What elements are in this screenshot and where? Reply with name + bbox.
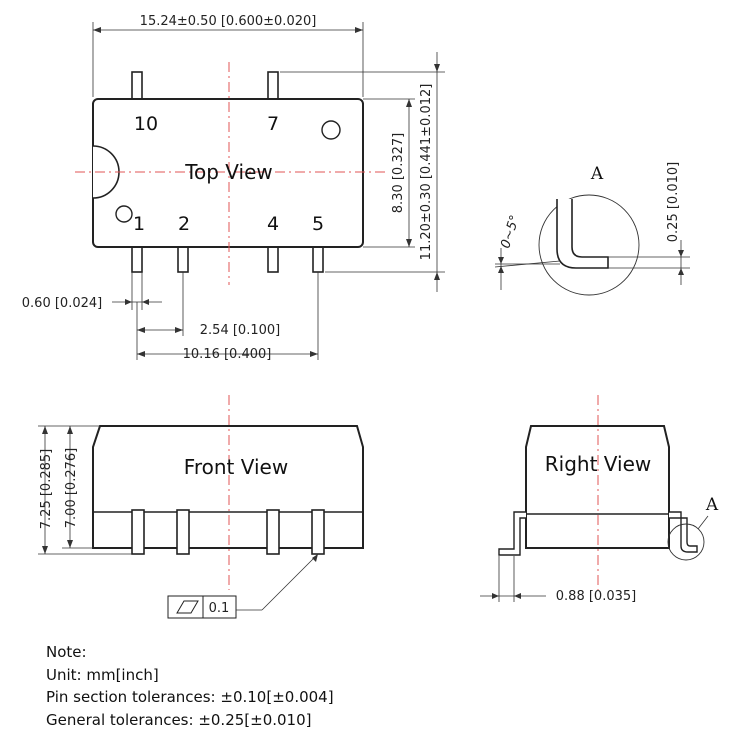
right-view: A Right View: [498, 395, 719, 590]
front-view: Front View: [92, 395, 364, 590]
dim-body-width: 8.30 [0.327]: [363, 98, 415, 248]
detail-a-ref-circle: [667, 523, 705, 561]
pin-label-10: 10: [134, 113, 158, 135]
pin-label-2: 2: [178, 213, 190, 235]
detail-a-ref-label: A: [705, 495, 719, 515]
top-view-title: Top View: [184, 160, 273, 184]
dim-height-total-text: 7.25 [0.285]: [39, 449, 54, 529]
dim-lead-foot: 0.88 [0.035]: [480, 556, 636, 604]
dim-height-total: 7.25 [0.285]: [38, 425, 132, 555]
top-pin-2: [177, 246, 189, 273]
detail-a-label: A: [590, 164, 604, 184]
dim-height-body: 7.00 [0.276]: [62, 426, 93, 549]
front-pin-2: [176, 509, 190, 555]
flatness-icon: [176, 600, 199, 614]
dim-pin-pitch: 2.54 [0.100]: [136, 272, 280, 360]
top-pin-10: [131, 71, 143, 100]
dim-pin-span-text: 10.16 [0.400]: [183, 347, 272, 362]
dim-body-width-text: 8.30 [0.327]: [391, 133, 406, 213]
front-view-title: Front View: [184, 455, 288, 479]
dim-lead-foot-text: 0.88 [0.035]: [556, 589, 636, 604]
dim-angle-text: 0~5°: [498, 213, 523, 250]
notes-title: Note:: [46, 643, 87, 661]
front-pin-1: [131, 509, 145, 555]
notes-block: Note: Unit: mm[inch] Pin section toleran…: [46, 641, 334, 731]
notes-unit: Unit: mm[inch]: [46, 665, 159, 684]
right-lead-right: [669, 511, 698, 553]
marker-dot-right: [321, 120, 341, 140]
notes-general-tolerance: General tolerances: ±0.25[±0.010]: [46, 710, 312, 729]
detail-a: A 0.25 [0.010] 0~5°: [494, 162, 690, 296]
dim-overall-length-text: 15.24±0.50 [0.600±0.020]: [140, 14, 317, 29]
pin-label-4: 4: [267, 213, 279, 235]
detail-a-lead: [556, 199, 609, 269]
detail-a-circle: [538, 194, 640, 296]
dim-pin-width-text: 0.60 [0.024]: [22, 296, 102, 311]
front-body: [92, 425, 364, 549]
pin1-marker-dot: [115, 205, 133, 223]
pin-label-7: 7: [267, 113, 279, 135]
front-pin-4: [266, 509, 280, 555]
dim-height-body-text: 7.00 [0.276]: [64, 448, 79, 528]
dim-overall-width: 11.20±0.30 [0.441±0.012]: [280, 52, 445, 292]
dim-pin-span: 10.16 [0.400]: [137, 272, 319, 362]
notes-pin-tolerance: Pin section tolerances: ±0.10[±0.004]: [46, 688, 334, 706]
pin-label-1: 1: [133, 213, 145, 235]
top-pin-7: [267, 71, 279, 100]
dim-overall-width-text: 11.20±0.30 [0.441±0.012]: [419, 84, 434, 261]
front-pin-5: [311, 509, 325, 555]
top-pin-4: [267, 246, 279, 273]
flatness-value: 0.1: [209, 601, 230, 616]
top-pin-5: [312, 246, 324, 273]
flatness-callout: 0.1: [167, 553, 319, 619]
dim-pin-width: 0.60 [0.024]: [22, 272, 162, 311]
right-view-title: Right View: [545, 452, 651, 476]
pin-label-5: 5: [312, 213, 324, 235]
top-view: Top View 10 7 1 2 4 5: [75, 62, 385, 285]
dim-lead-thickness-text: 0.25 [0.010]: [666, 162, 681, 242]
dim-pin-pitch-text: 2.54 [0.100]: [200, 323, 280, 338]
right-lead-left: [498, 511, 526, 556]
top-pin-1: [131, 246, 143, 273]
dim-overall-length: 15.24±0.50 [0.600±0.020]: [92, 14, 364, 97]
